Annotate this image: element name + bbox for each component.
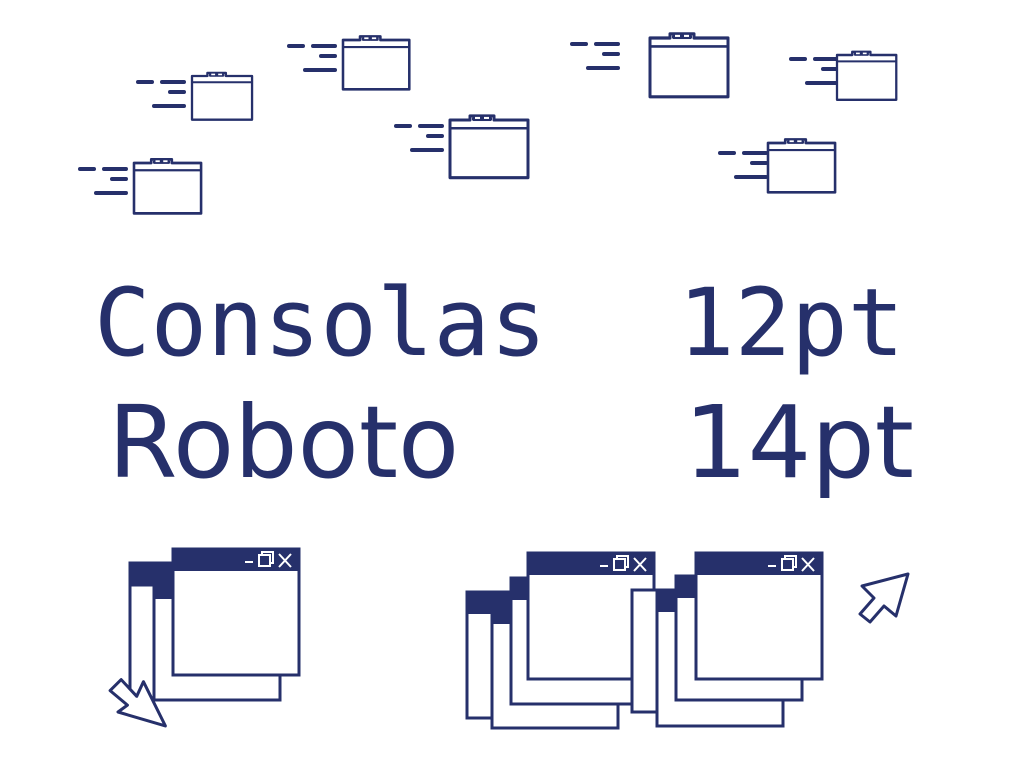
window-icon (694, 551, 824, 681)
folder-icon (287, 35, 411, 91)
window-stack-right (630, 551, 824, 728)
folder-icon (78, 158, 203, 215)
window-icon (171, 547, 301, 677)
font-a-size: 12pt (678, 269, 905, 378)
folder-icon (394, 114, 530, 180)
folder-icon (136, 71, 254, 121)
folder-icon (789, 50, 898, 102)
folder-icon (570, 32, 730, 99)
font-b-name: Roboto (108, 384, 460, 501)
font-a-name: Consolas (94, 269, 547, 378)
font-b-size: 14pt (684, 384, 914, 501)
window-stack-middle (465, 551, 656, 730)
folder-icon (718, 138, 837, 194)
cursor-icon (858, 572, 910, 624)
window-stack-left (128, 547, 301, 702)
